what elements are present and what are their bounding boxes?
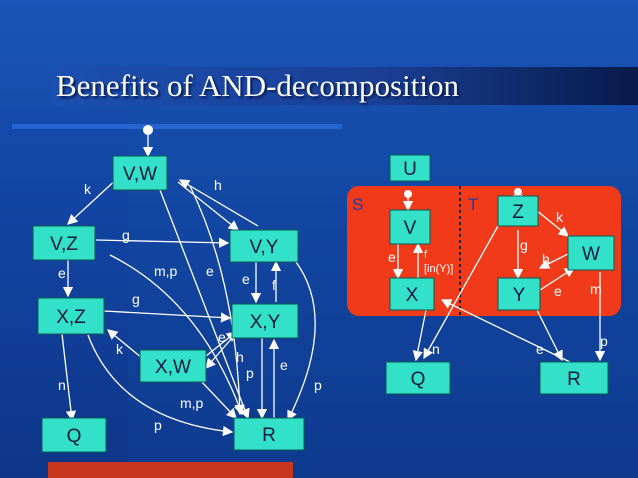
label-m-r: m	[590, 281, 602, 297]
node-v: V	[389, 209, 431, 245]
label-n-r: n	[432, 341, 440, 357]
label-h-2: h	[236, 349, 244, 365]
node-x: X	[389, 277, 435, 311]
label-p-3: p	[154, 417, 162, 433]
node-vw: V,W	[112, 155, 168, 191]
label-f-r: f	[424, 249, 428, 261]
label-k-1: k	[84, 181, 92, 197]
label-s: S	[352, 195, 363, 214]
svg-text:V,Y: V,Y	[250, 237, 279, 258]
slide-title: Benefits of AND-decomposition	[56, 68, 459, 103]
svg-text:W: W	[582, 244, 600, 265]
svg-text:V: V	[404, 218, 417, 239]
label-e-5: e	[280, 357, 288, 373]
label-n-1: n	[58, 377, 66, 393]
label-e-3: e	[242, 271, 250, 287]
label-e-r2: e	[554, 283, 562, 299]
svg-text:X,Y: X,Y	[250, 312, 281, 333]
node-r-right: R	[539, 361, 609, 395]
svg-text:V,Z: V,Z	[50, 234, 78, 255]
node-q-right: Q	[385, 361, 451, 395]
left-edge-labels: k h g e m,p e e f g e k h p e n p m,p p	[58, 177, 322, 433]
label-t: T	[468, 195, 478, 214]
label-mp-1: m,p	[154, 263, 178, 279]
svg-text:X: X	[406, 285, 419, 306]
node-q-left: Q	[41, 417, 107, 453]
label-f-1: f	[272, 277, 276, 293]
label-e-r1: e	[388, 249, 396, 265]
svg-text:U: U	[403, 159, 417, 180]
label-g-2: g	[132, 291, 140, 307]
node-u: U	[389, 154, 431, 182]
svg-text:R: R	[262, 425, 276, 446]
initial-dot-t	[514, 188, 522, 196]
node-z: Z	[497, 195, 539, 227]
node-vy: V,Y	[229, 229, 299, 263]
node-r-left: R	[233, 417, 305, 451]
svg-text:V,W: V,W	[123, 164, 157, 185]
initial-dot-s	[404, 190, 412, 198]
initial-dot-left	[143, 125, 153, 135]
label-g-1: g	[122, 227, 130, 243]
svg-text:Q: Q	[411, 369, 426, 390]
node-xz: X,Z	[37, 297, 105, 335]
left-edges	[61, 134, 316, 437]
label-k-2: k	[116, 341, 124, 357]
label-e-4: e	[218, 329, 226, 345]
svg-text:X,W: X,W	[155, 357, 191, 378]
label-p-2: p	[314, 377, 322, 393]
node-xw: X,W	[139, 349, 207, 383]
label-in-y: [in(Y)]	[424, 263, 453, 275]
svg-text:Z: Z	[512, 202, 524, 223]
label-h-1: h	[214, 177, 222, 193]
label-p-1: p	[246, 365, 254, 381]
right-edge-labels: e f [in(Y)] g k h e m n e p	[388, 209, 608, 357]
label-k-r: k	[556, 209, 564, 225]
right-edges	[392, 194, 606, 363]
divider-line	[12, 124, 342, 129]
node-xy: X,Y	[231, 303, 299, 339]
svg-text:Q: Q	[67, 426, 82, 447]
label-e-2: e	[206, 263, 214, 279]
svg-text:Y: Y	[513, 285, 526, 306]
label-g-r: g	[520, 237, 528, 253]
svg-text:R: R	[567, 369, 581, 390]
node-vz: V,Z	[32, 225, 96, 261]
node-w: W	[567, 235, 615, 271]
node-y: Y	[497, 277, 541, 311]
svg-text:X,Z: X,Z	[56, 307, 86, 328]
label-e-r3: e	[536, 341, 544, 357]
label-h-r: h	[542, 251, 550, 267]
title-bar	[52, 67, 638, 105]
bottom-accent-bar	[48, 462, 293, 478]
label-p-r: p	[600, 333, 608, 349]
label-mp-2: m,p	[180, 395, 204, 411]
label-e-1: e	[58, 265, 66, 281]
